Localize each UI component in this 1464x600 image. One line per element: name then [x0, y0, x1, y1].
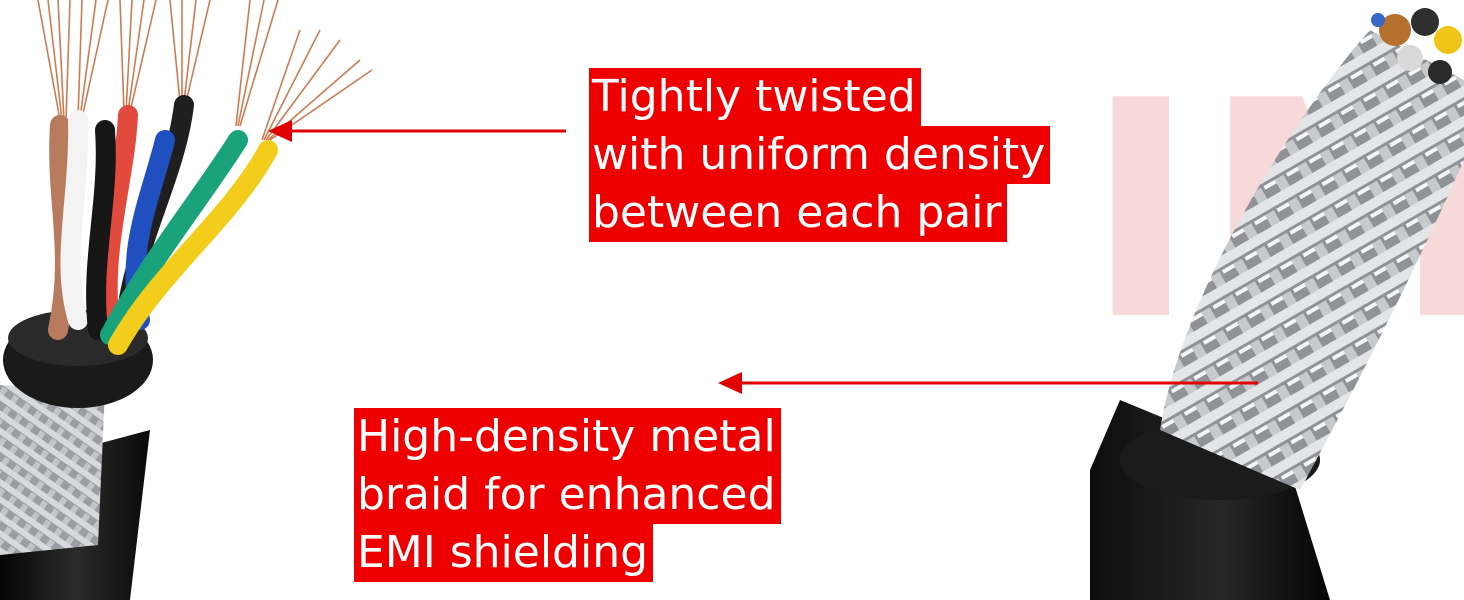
arrow-left-icon: [268, 120, 292, 142]
bottom-arrow: [718, 372, 1258, 394]
callout-line: braid for enhanced: [354, 466, 781, 524]
callout-line: EMI shielding: [354, 524, 654, 582]
arrow-left-icon: [718, 372, 742, 394]
callout-metal-braid: High-density metal braid for enhanced EM…: [354, 408, 781, 582]
top-arrow: [268, 120, 566, 142]
callout-line: High-density metal: [354, 408, 781, 466]
callout-line: Tightly twisted: [589, 68, 921, 126]
callout-line: with uniform density: [589, 126, 1051, 184]
callout-twisted-pairs: Tightly twisted with uniform density bet…: [589, 68, 1051, 242]
twisted-pair-cable-illustration: [0, 0, 373, 600]
callout-line: between each pair: [589, 184, 1007, 242]
